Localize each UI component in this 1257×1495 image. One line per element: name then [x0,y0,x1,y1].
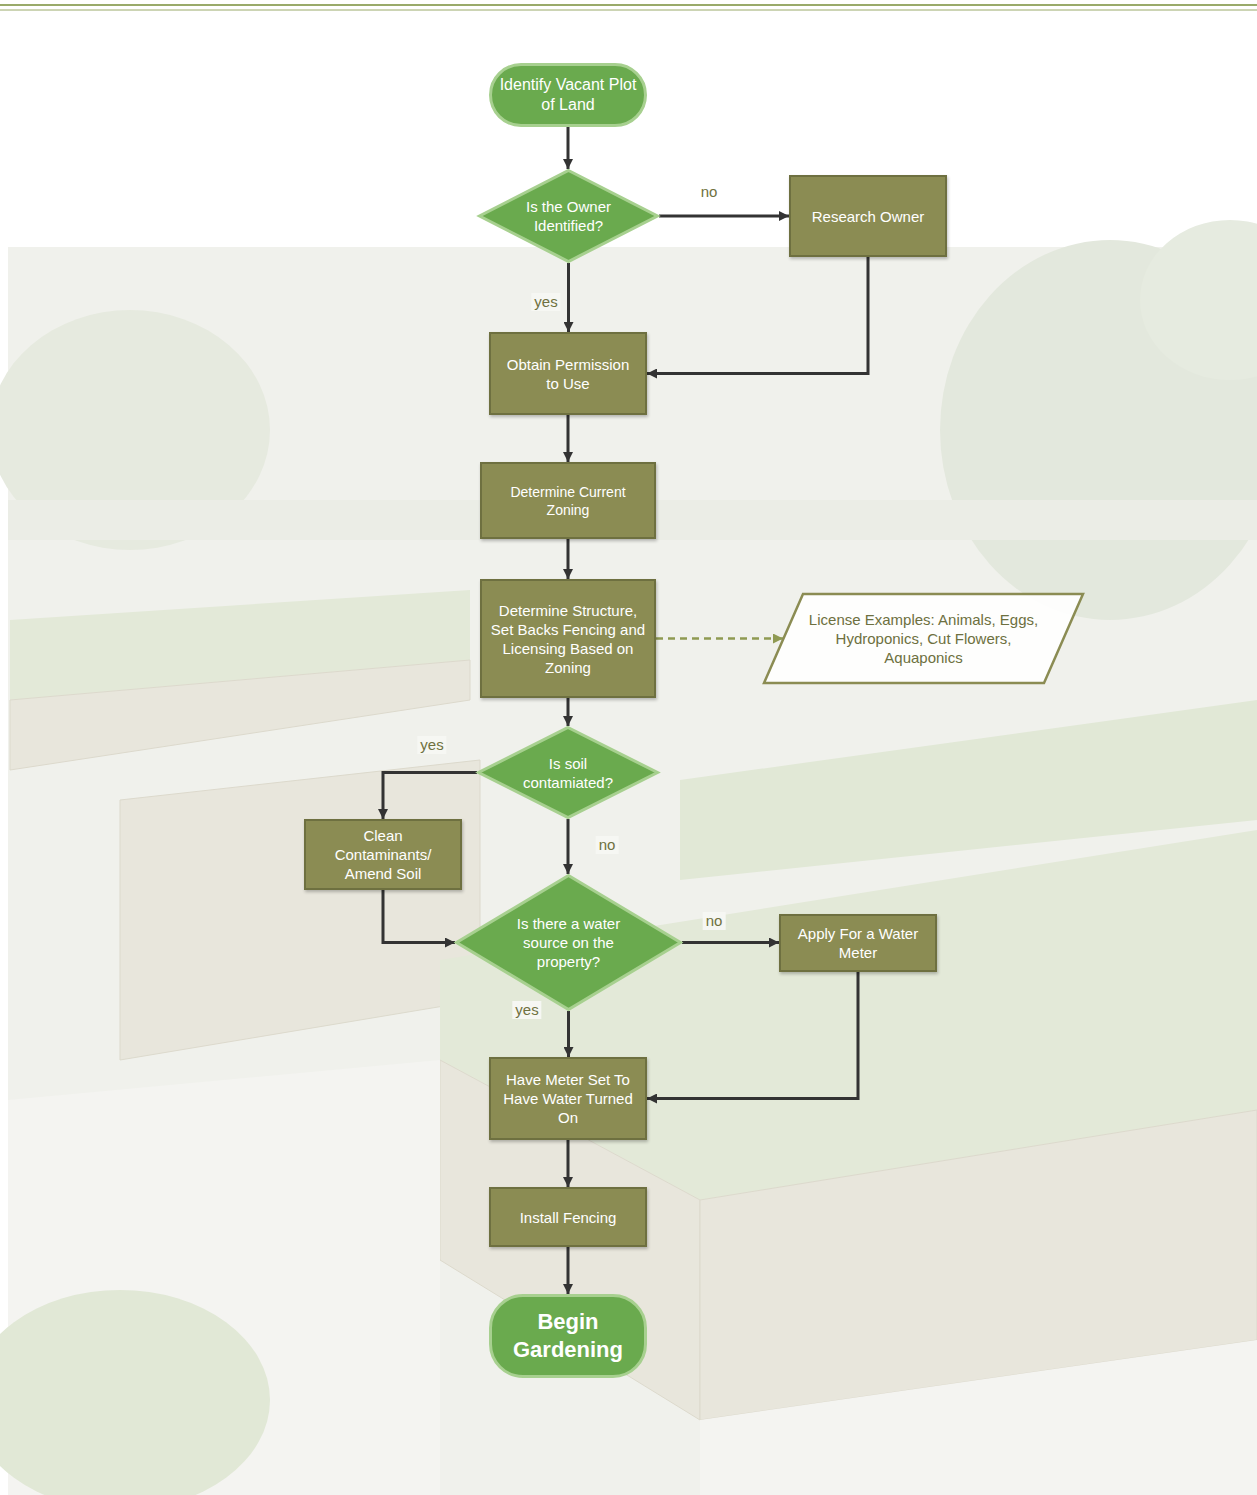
flow-arrow [567,698,570,726]
process-box: Determine Current Zoning [480,462,656,539]
shape-outline [480,171,658,262]
node-text-block: License Examples: Animals, Eggs, Hydropo… [808,610,1039,667]
flow-arrow [567,415,570,462]
process-box: Have Meter Set To Have Water Turned On [489,1057,647,1140]
node-label: Identify Vacant Plot of Land [499,75,637,115]
node-text-block: Have Meter Set To Have Water Turned On [499,1070,637,1127]
node-label: Determine Current Zoning [490,483,646,519]
edge-label: yes [417,736,446,754]
node-label: Clean Contaminants/ Amend Soil [314,826,452,883]
flow-arrow [383,890,455,943]
process-box: Research Owner [789,175,947,257]
decision-diamond: Is there a water source on the property? [455,874,682,1011]
node-label: Is soil contamiated? [519,754,618,792]
end-terminal: Begin Gardening [489,1294,647,1378]
flow-arrow [647,972,858,1099]
flow-arrow [567,1011,570,1057]
diamond-outline [478,169,659,263]
node-label: License Examples: Animals, Eggs, Hydropo… [808,610,1039,667]
process-box: Install Fencing [489,1187,647,1247]
node-label: Research Owner [799,207,937,226]
data-parallelogram: License Examples: Animals, Eggs, Hydropo… [763,593,1084,684]
decision-diamond: Is soil contamiated? [477,726,659,819]
flow-arrow [383,773,477,820]
edge-label: no [703,912,726,930]
flow-arrow [567,1140,570,1187]
process-box: Apply For a Water Meter [779,914,937,972]
node-label: Begin Gardening [499,1308,637,1364]
flow-arrow [682,941,779,944]
shape-outline [457,876,681,1010]
node-text-block: Determine Current Zoning [490,483,646,519]
node-text-block: Determine Structure, Set Backs Fencing a… [490,601,646,677]
node-text-block: Is soil contamiated? [519,754,618,792]
edge-label: no [596,836,619,854]
paving [700,1340,1257,1495]
node-label: Determine Structure, Set Backs Fencing a… [490,601,646,677]
node-text-block: Apply For a Water Meter [789,924,927,962]
node-text-block: Research Owner [799,207,937,226]
raised-bed [440,1060,700,1420]
process-box: Determine Structure, Set Backs Fencing a… [480,579,656,698]
shape-outline [479,728,658,818]
decision-diamond: Is the Owner Identified? [478,169,659,263]
dashed-connector [656,637,783,640]
flow-arrow [567,819,570,874]
diamond-outline [477,726,659,819]
raised-bed [120,760,480,1060]
node-text-block: Is there a water source on the property? [508,914,629,971]
node-text-block: Obtain Permission to Use [499,355,637,393]
node-text-block: Is the Owner Identified? [519,197,618,235]
process-box: Clean Contaminants/ Amend Soil [304,819,462,890]
node-label: Is there a water source on the property? [508,914,629,971]
node-label: Install Fencing [499,1208,637,1227]
shape-outline [764,594,1083,683]
rule-line [0,10,1257,11]
raised-bed [10,660,470,770]
flow-arrow [647,257,868,374]
node-text-block: Identify Vacant Plot of Land [499,75,637,115]
node-text-block: Clean Contaminants/ Amend Soil [314,826,452,883]
node-text-block: Install Fencing [499,1208,637,1227]
flow-arrow [567,263,570,332]
node-label: Have Meter Set To Have Water Turned On [499,1070,637,1127]
edge-label: yes [531,293,560,311]
rule-line [0,4,1257,6]
flow-arrow [659,215,789,218]
process-box: Obtain Permission to Use [489,332,647,415]
flow-arrow [567,539,570,579]
start-terminal: Identify Vacant Plot of Land [489,63,647,127]
node-label: Obtain Permission to Use [499,355,637,393]
tree [1140,220,1257,380]
edge-label: no [698,183,721,201]
flow-arrow [567,1247,570,1294]
node-label: Apply For a Water Meter [789,924,927,962]
node-text-block: Begin Gardening [499,1308,637,1364]
flow-arrow [567,127,570,169]
shrub [0,1290,270,1495]
edge-label: yes [512,1001,541,1019]
node-label: Is the Owner Identified? [519,197,618,235]
